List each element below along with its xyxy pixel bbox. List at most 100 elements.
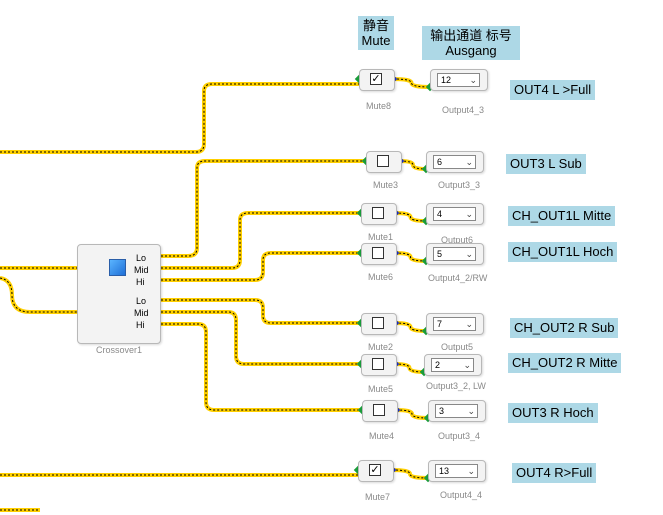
output-channel-select[interactable]: 13 ⌄ (435, 464, 478, 478)
mute-block[interactable] (362, 400, 398, 422)
mute-checkbox[interactable]: ✓ (370, 73, 382, 85)
output-header-line2: Ausgang (445, 43, 497, 58)
channel-label: OUT4 R>Full (512, 463, 597, 483)
output-block[interactable]: 6 ⌄ (426, 151, 484, 173)
mute-checkbox[interactable] (373, 404, 385, 416)
mute-checkbox[interactable] (372, 247, 384, 259)
wire-dash (0, 277, 80, 313)
chevron-down-icon: ⌄ (469, 75, 477, 85)
mute-caption: Mute6 (368, 272, 394, 282)
chevron-down-icon: ⌄ (465, 209, 473, 219)
mute-checkbox[interactable]: ✓ (369, 464, 381, 476)
mute-caption: Mute4 (369, 431, 395, 441)
wire-dash (394, 363, 425, 373)
channel-label: OUT4 L >Full (510, 80, 596, 100)
chevron-down-icon: ⌄ (465, 319, 473, 329)
output-channel-select[interactable]: 5 ⌄ (433, 247, 476, 261)
port-label-mid: Mid (134, 265, 149, 275)
chevron-down-icon: ⌄ (465, 157, 473, 167)
mute-block[interactable]: ✓ (358, 460, 394, 482)
crossover-caption: Crossover1 (96, 345, 143, 355)
output-block[interactable]: 12 ⌄ (430, 69, 488, 91)
wire-dash (392, 78, 431, 88)
crossover-block[interactable]: Lo Mid Hi Lo Mid Hi (77, 244, 161, 344)
mute-checkbox[interactable] (372, 358, 384, 370)
mute-block[interactable] (366, 151, 402, 173)
output-block[interactable]: 4 ⌄ (426, 203, 484, 225)
channel-label: CH_OUT1L Hoch (508, 242, 618, 262)
mute-checkbox[interactable] (377, 155, 389, 167)
output-column-header: 输出通道 标号 Ausgang (422, 26, 520, 60)
wire (157, 310, 361, 366)
output-channel-select[interactable]: 3 ⌄ (435, 404, 478, 418)
output-block[interactable]: 7 ⌄ (426, 313, 484, 335)
wire (157, 211, 361, 270)
channel-label: OUT3 R Hoch (508, 403, 598, 423)
mute-caption: Mute8 (366, 101, 392, 111)
wire-dash (395, 409, 429, 419)
crossover-icon (109, 259, 126, 276)
mute-caption: Mute1 (368, 232, 394, 242)
output-block[interactable]: 5 ⌄ (426, 243, 484, 265)
output-channel-select[interactable]: 6 ⌄ (433, 155, 476, 169)
chevron-down-icon: ⌄ (467, 406, 475, 416)
output-block[interactable]: 3 ⌄ (428, 400, 486, 422)
wire-dash (394, 322, 427, 332)
mute-block[interactable] (361, 354, 397, 376)
output-channel-value: 13 (439, 466, 450, 476)
output-channel-value: 4 (437, 209, 443, 219)
wire (0, 82, 359, 154)
mute-header-line2: Mute (361, 33, 391, 48)
mute-checkbox[interactable] (372, 317, 384, 329)
wire-dash (157, 160, 366, 257)
port-label-hi: Hi (136, 277, 145, 287)
wire-dash (157, 311, 361, 365)
output-header-line1: 输出通道 标号 (430, 28, 512, 43)
wire (394, 362, 425, 374)
output-channel-value: 7 (437, 319, 443, 329)
wire-dash (391, 469, 429, 479)
port-label-lo: Lo (136, 253, 147, 263)
channel-label: CH_OUT1L Mitte (508, 206, 616, 226)
output-channel-select[interactable]: 7 ⌄ (433, 317, 476, 331)
wire-dash (157, 299, 361, 324)
output-channel-select[interactable]: 2 ⌄ (431, 358, 474, 372)
mute-block[interactable] (361, 313, 397, 335)
output-channel-value: 12 (441, 75, 452, 85)
wire (399, 159, 427, 171)
output-block[interactable]: 13 ⌄ (428, 460, 486, 482)
mute-caption: Mute5 (368, 384, 394, 394)
channel-label: OUT3 L Sub (506, 154, 586, 174)
chevron-down-icon: ⌄ (465, 249, 473, 259)
output-channel-value: 6 (437, 157, 443, 167)
chevron-down-icon: ⌄ (463, 360, 471, 370)
port-label-hi: Hi (136, 320, 145, 330)
output-channel-value: 3 (439, 406, 445, 416)
mute-caption: Mute3 (373, 180, 399, 190)
wire-dash (157, 252, 361, 281)
wire-dash (157, 212, 361, 269)
wire (157, 159, 366, 258)
output-caption: Output4_3 (442, 105, 485, 115)
port-label-mid: Mid (134, 308, 149, 318)
wire-dash (394, 252, 427, 262)
port-label-lo: Lo (136, 296, 147, 306)
wire (157, 322, 362, 412)
mute-block[interactable] (361, 203, 397, 225)
mute-caption: Mute7 (365, 492, 391, 502)
output-channel-select[interactable]: 12 ⌄ (437, 73, 480, 87)
mute-checkbox[interactable] (372, 207, 384, 219)
output-channel-value: 2 (435, 360, 441, 370)
output-channel-select[interactable]: 4 ⌄ (433, 207, 476, 221)
wire (391, 468, 429, 480)
mute-block[interactable]: ✓ (359, 69, 395, 91)
output-caption: Output3_2, LW (426, 381, 486, 391)
wire-dash (0, 83, 359, 153)
mute-caption: Mute2 (368, 342, 394, 352)
output-block[interactable]: 2 ⌄ (424, 354, 482, 376)
mute-block[interactable] (361, 243, 397, 265)
output-caption: Output3_3 (438, 180, 481, 190)
output-channel-value: 5 (437, 249, 443, 259)
wire (392, 77, 431, 89)
